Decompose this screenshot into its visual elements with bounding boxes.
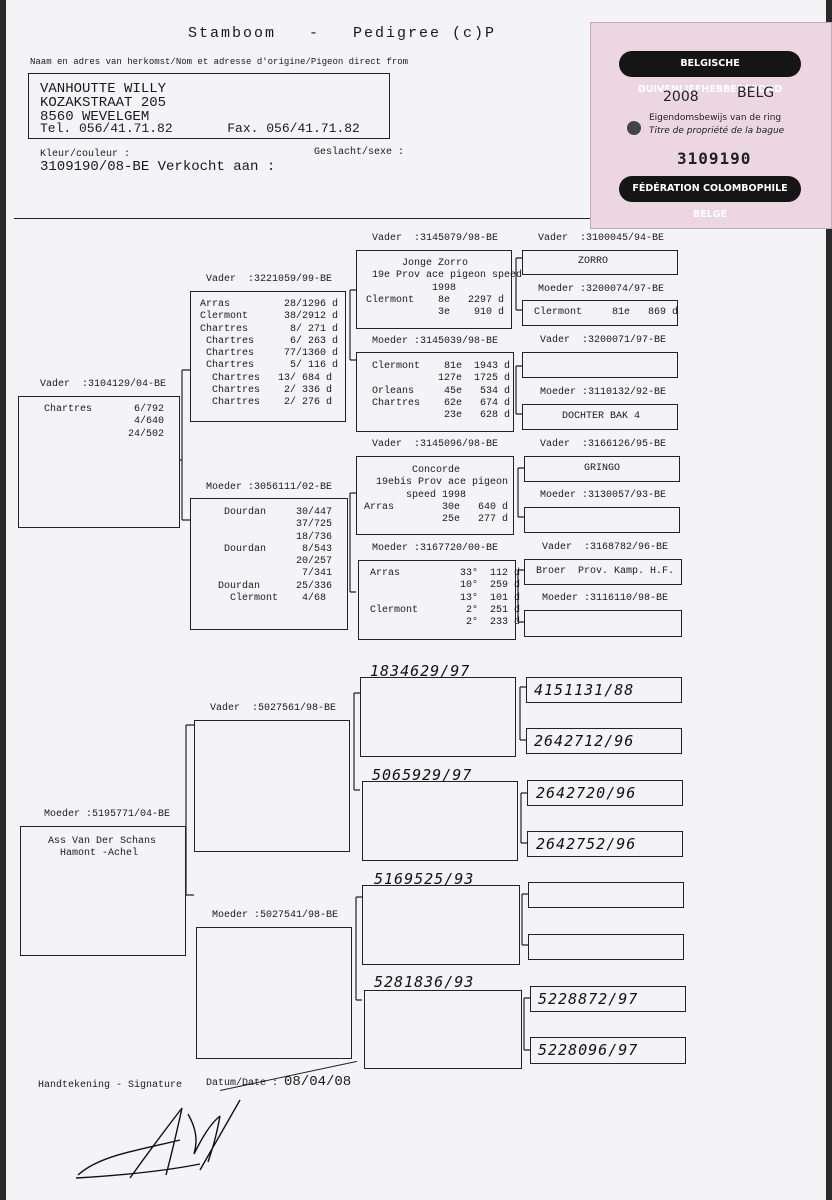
fff-box bbox=[356, 250, 512, 329]
g4g-text: Broer Prov. Kamp. H.F. bbox=[536, 566, 675, 577]
ticket-country: BELG bbox=[737, 85, 775, 101]
g4k-box bbox=[527, 780, 683, 806]
mm-box bbox=[196, 927, 352, 1059]
ticket-bottom-banner: FÉDÉRATION COLOMBOPHILE BELGE bbox=[619, 176, 801, 220]
g4l-box bbox=[527, 831, 683, 857]
mfm-handwritten-ring: 5065929/97 bbox=[372, 766, 473, 784]
date-value: 08/04/08 bbox=[284, 1074, 352, 1090]
g4f-box bbox=[524, 507, 680, 533]
ticket-line-2: Titre de propriété de la bague bbox=[649, 126, 785, 136]
signature-label: Handtekening - Signature bbox=[38, 1080, 183, 1091]
fff-label: Vader :3145079/98-BE bbox=[372, 233, 499, 244]
origin-line-4: Tel. 056/41.71.82 Fax. 056/41.71.82 bbox=[40, 121, 360, 136]
g4d-box bbox=[522, 404, 678, 430]
mm-label: Moeder :5027541/98-BE bbox=[212, 910, 339, 921]
g4h-label: Moeder :3116110/98-BE bbox=[542, 593, 669, 604]
fm-records: Dourdan 30/447 37/725 18/736 Dourdan 8/5… bbox=[218, 507, 333, 605]
g4h-box bbox=[524, 610, 682, 637]
g4n-box bbox=[528, 934, 684, 960]
g4b-text: Clermont 81e 869 d bbox=[534, 307, 679, 318]
date-label: Datum/Date : bbox=[206, 1078, 279, 1089]
origin-line-2: KOZAKSTRAAT 205 bbox=[40, 95, 167, 111]
header-divider bbox=[14, 218, 819, 220]
color-label: Kleur/couleur : bbox=[40, 149, 131, 160]
g4a-label: Vader :3100045/94-BE bbox=[538, 233, 665, 244]
fff-records: Jonge Zorro 19e Prov ace pigeon speed 19… bbox=[366, 258, 523, 319]
mmf-handwritten-ring: 5169525/93 bbox=[374, 870, 475, 888]
ticket-number: 3109190 bbox=[677, 149, 752, 168]
g4d-text: DOCHTER BAK 4 bbox=[562, 411, 641, 422]
origin-line-3: 8560 WEVELGEM bbox=[40, 109, 150, 125]
g4e-box bbox=[524, 456, 680, 482]
sire-label: Vader :3104129/04-BE bbox=[40, 379, 167, 390]
fmm-records: Arras 33° 112 d 10° 259 d 13° 101 d Cler… bbox=[370, 568, 521, 629]
g4l-handwritten-ring: 2642752/96 bbox=[536, 835, 637, 853]
ff-box bbox=[190, 291, 346, 422]
ticket-top-banner: BELGISCHE DUIVENLIEFHEBBERSBOND bbox=[619, 51, 801, 95]
fmm-box bbox=[358, 560, 516, 640]
fmf-records: Concorde 19ebis Prov ace pigeon speed 19… bbox=[364, 465, 509, 526]
g4f-label: Moeder :3130057/93-BE bbox=[540, 490, 667, 501]
g4p-box bbox=[530, 1037, 686, 1064]
sire-box bbox=[18, 396, 180, 528]
mf-box bbox=[194, 720, 350, 852]
ff-label: Vader :3221059/99-BE bbox=[206, 274, 333, 285]
dam-box bbox=[20, 826, 186, 956]
mmf-box bbox=[362, 885, 520, 965]
page-title: Stamboom - Pedigree (c)P bbox=[188, 25, 497, 42]
origin-label: Naam en adres van herkomst/Nom et adress… bbox=[30, 57, 409, 67]
sire-records: Chartres 6/792 4/640 24/502 bbox=[44, 404, 165, 440]
g4e-text: GRINGO bbox=[584, 463, 621, 474]
ring-certificate: BELGISCHE DUIVENLIEFHEBBERSBOND 2008 BEL… bbox=[590, 22, 832, 229]
pigeon-ring-line: 3109190/08-BE Verkocht aan : bbox=[40, 159, 276, 175]
fmf-label: Vader :3145096/98-BE bbox=[372, 439, 499, 450]
g4c-label: Vader :3200071/97-BE bbox=[540, 335, 667, 346]
g4p-text: 5228096/97 bbox=[538, 1041, 639, 1059]
g4j-box bbox=[526, 728, 682, 754]
g4j-handwritten-ring: 2642712/96 bbox=[534, 732, 635, 750]
ffm-label: Moeder :3145039/98-BE bbox=[372, 336, 499, 347]
g4a-box bbox=[522, 250, 678, 275]
g4o-box bbox=[530, 986, 686, 1012]
fm-label: Moeder :3056111/02-BE bbox=[206, 482, 333, 493]
fm-box bbox=[190, 498, 348, 630]
mff-handwritten-ring: 1834629/97 bbox=[370, 662, 471, 680]
mmm-handwritten-ring: 5281836/93 bbox=[374, 973, 475, 991]
g4i-handwritten-ring: 4151131/88 bbox=[534, 681, 635, 699]
g4i-box bbox=[526, 677, 682, 703]
g4c-box bbox=[522, 352, 678, 378]
mff-box bbox=[360, 677, 516, 757]
sex-label: Geslacht/sexe : bbox=[314, 147, 405, 158]
ticket-line-1: Eigendomsbewijs van de ring bbox=[649, 113, 782, 123]
ticket-year: 2008 bbox=[663, 89, 699, 105]
mf-label: Vader :5027561/98-BE bbox=[210, 703, 337, 714]
ffm-box bbox=[356, 352, 514, 432]
signature-scribble bbox=[75, 1099, 241, 1179]
ff-records: Arras 28/1296 d Clermont 38/2912 d Chart… bbox=[200, 299, 339, 409]
fmm-label: Moeder :3167720/00-BE bbox=[372, 543, 499, 554]
dam-records: Ass Van Der Schans Hamont -Achel bbox=[48, 836, 157, 860]
g4d-label: Moeder :3110132/92-BE bbox=[540, 387, 667, 398]
fmf-box bbox=[356, 456, 514, 535]
g4e-label: Vader :3166126/95-BE bbox=[540, 439, 667, 450]
g4k-handwritten-ring: 2642720/96 bbox=[536, 784, 637, 802]
ticket-hole bbox=[627, 121, 641, 135]
g4g-box bbox=[524, 559, 682, 585]
dam-label: Moeder :5195771/04-BE bbox=[44, 809, 171, 820]
origin-line-1: VANHOUTTE WILLY bbox=[40, 81, 167, 97]
g4b-label: Moeder :3200074/97-BE bbox=[538, 284, 665, 295]
origin-box bbox=[28, 73, 390, 139]
g4o-text: 5228872/97 bbox=[538, 990, 639, 1008]
g4m-box bbox=[528, 882, 684, 908]
mmm-box bbox=[364, 990, 522, 1069]
mfm-box bbox=[362, 781, 518, 861]
g4g-label: Vader :3168782/96-BE bbox=[542, 542, 669, 553]
ffm-records: Clermont 81e 1943 d 127e 1725 d Orleans … bbox=[372, 361, 511, 422]
g4a-text: ZORRO bbox=[578, 256, 609, 267]
g4b-box bbox=[522, 300, 678, 326]
